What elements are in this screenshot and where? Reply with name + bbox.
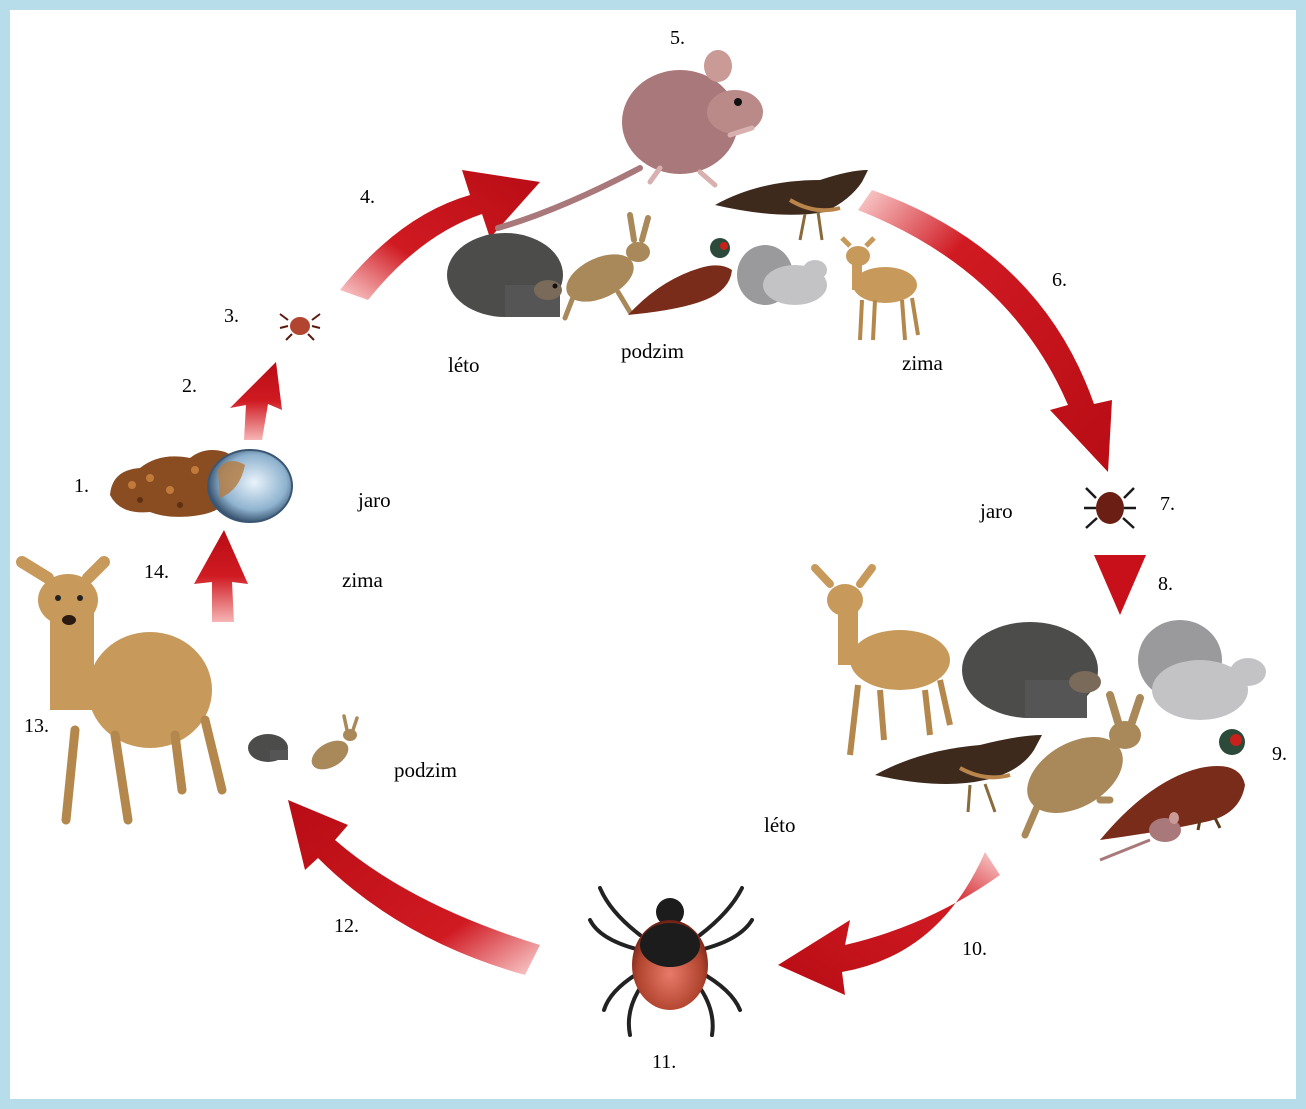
squirrel-icon-top bbox=[737, 245, 827, 305]
hare-icon-top bbox=[559, 215, 650, 318]
season-leto-right: léto bbox=[764, 813, 796, 837]
hedgehog-icon-top bbox=[447, 233, 563, 317]
hare-icon-small bbox=[307, 716, 357, 775]
nymph-icon bbox=[1084, 488, 1136, 528]
season-jaro-left: jaro bbox=[357, 488, 391, 512]
arrow-step-8 bbox=[1094, 555, 1146, 615]
step-label-1: 1. bbox=[74, 475, 89, 497]
arrow-step-6 bbox=[858, 190, 1112, 472]
deer-icon-right bbox=[815, 568, 950, 755]
season-leto-top: léto bbox=[448, 353, 480, 377]
squirrel-icon-right bbox=[1138, 620, 1266, 720]
hedgehog-icon-small bbox=[248, 734, 288, 762]
step-label-4: 4. bbox=[360, 186, 375, 208]
season-zima-left: zima bbox=[342, 568, 383, 592]
tick-eggs bbox=[110, 450, 292, 522]
arrow-step-12 bbox=[288, 800, 540, 975]
step-label-8: 8. bbox=[1158, 573, 1173, 595]
adult-tick-icon bbox=[590, 888, 752, 1035]
hedgehog-icon-right bbox=[962, 622, 1101, 718]
season-jaro-right: jaro bbox=[979, 499, 1013, 523]
fawn-icon-top bbox=[842, 238, 918, 340]
deer-icon-left bbox=[22, 562, 222, 820]
arrow-step-10 bbox=[778, 852, 1000, 995]
step-label-11: 11. bbox=[652, 1051, 676, 1073]
season-zima-top: zima bbox=[902, 351, 943, 375]
step-label-13: 13. bbox=[24, 715, 49, 737]
step-label-2: 2. bbox=[182, 375, 197, 397]
step-label-7: 7. bbox=[1160, 493, 1175, 515]
step-label-3: 3. bbox=[224, 305, 239, 327]
step-label-6: 6. bbox=[1052, 269, 1067, 291]
step-label-14: 14. bbox=[144, 561, 169, 583]
arrow-step-14 bbox=[194, 530, 248, 622]
thrush-icon-top bbox=[715, 170, 868, 240]
season-podzim-top: podzim bbox=[621, 339, 684, 363]
step-label-9: 9. bbox=[1272, 743, 1287, 765]
thrush-icon-right bbox=[875, 735, 1042, 812]
season-podzim-left: podzim bbox=[394, 758, 457, 782]
arrow-step-2 bbox=[230, 362, 282, 440]
step-label-10: 10. bbox=[962, 938, 987, 960]
step-label-12: 12. bbox=[334, 915, 359, 937]
step-label-5: 5. bbox=[670, 27, 685, 49]
larva-icon bbox=[280, 314, 320, 340]
